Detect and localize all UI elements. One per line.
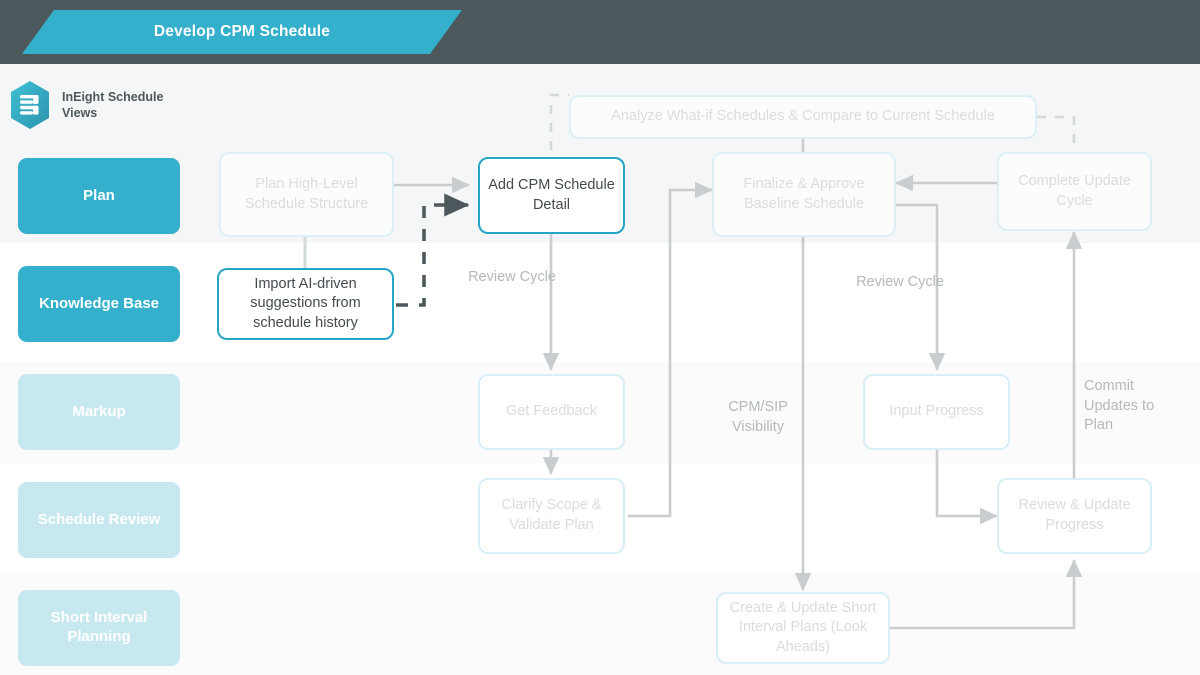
connector-label-review-cycle-left: Review Cycle bbox=[468, 269, 556, 285]
connector-label-cpm-sip-visibility: CPM/SIP Visibility bbox=[728, 399, 788, 435]
node-label: Finalize & Approve Baseline Schedule bbox=[743, 175, 865, 212]
brand-line-1: InEight Schedule bbox=[62, 90, 164, 104]
node-create-update-short-interval-plans[interactable]: Create & Update Short Interval Plans (Lo… bbox=[716, 592, 890, 664]
sidebar-item-markup[interactable]: Markup bbox=[18, 374, 180, 450]
row-band-sip bbox=[0, 572, 1200, 675]
node-import-ai-suggestions[interactable]: Import AI-driven suggestions from schedu… bbox=[217, 268, 394, 340]
node-input-progress[interactable]: Input Progress bbox=[863, 374, 1010, 450]
node-label: Get Feedback bbox=[505, 403, 598, 420]
page-title: Develop CPM Schedule bbox=[153, 23, 331, 40]
node-label: Clarify Scope & Validate Plan bbox=[501, 497, 602, 533]
node-label: Create & Update Short Interval Plans (Lo… bbox=[729, 599, 877, 655]
row-band-knowledge-base bbox=[0, 243, 1200, 362]
sidebar-item-label: Schedule Review bbox=[37, 510, 161, 528]
sidebar-item-label: Short Interval Planning bbox=[50, 609, 148, 645]
node-label: Input Progress bbox=[889, 403, 984, 420]
node-finalize-approve-baseline[interactable]: Finalize & Approve Baseline Schedule bbox=[712, 152, 896, 237]
node-label: Complete Update Cycle bbox=[1018, 172, 1131, 209]
connector-label-commit-updates-to-plan: Commit Updates to Plan bbox=[1084, 378, 1155, 434]
node-plan-high-level[interactable]: Plan High-Level Schedule Structure bbox=[219, 152, 394, 237]
brand-block: InEight Schedule Views bbox=[8, 80, 163, 130]
node-complete-update-cycle[interactable]: Complete Update Cycle bbox=[997, 152, 1152, 231]
sidebar-item-label: Plan bbox=[83, 186, 115, 204]
node-get-feedback[interactable]: Get Feedback bbox=[478, 374, 625, 450]
node-label: Review & Update Progress bbox=[1018, 497, 1131, 533]
node-analyze-what-if[interactable]: Analyze What-if Schedules & Compare to C… bbox=[569, 95, 1037, 139]
node-label: Analyze What-if Schedules & Compare to C… bbox=[611, 108, 995, 125]
node-label: Plan High-Level Schedule Structure bbox=[244, 175, 369, 212]
node-clarify-scope-validate-plan[interactable]: Clarify Scope & Validate Plan bbox=[478, 478, 625, 554]
node-label: Import AI-driven suggestions from schedu… bbox=[250, 275, 361, 331]
connector-label-review-cycle-right: Review Cycle bbox=[856, 274, 944, 290]
brand-line-2: Views bbox=[62, 106, 98, 120]
top-bar: Develop CPM Schedule bbox=[0, 0, 1200, 64]
sidebar-item-plan[interactable]: Plan bbox=[18, 158, 180, 234]
sidebar-item-label: Markup bbox=[72, 402, 126, 420]
node-label: Add CPM Schedule Detail bbox=[488, 176, 615, 213]
page-title-banner: Develop CPM Schedule bbox=[22, 10, 462, 54]
sidebar-item-schedule-review[interactable]: Schedule Review bbox=[18, 482, 180, 558]
sidebar-item-short-interval-planning[interactable]: Short Interval Planning bbox=[18, 590, 180, 666]
node-add-cpm-schedule-detail[interactable]: Add CPM Schedule Detail bbox=[478, 157, 625, 234]
brand-label: InEight Schedule Views bbox=[62, 89, 163, 121]
ineight-hex-logo-icon bbox=[8, 80, 52, 130]
sidebar-item-knowledge-base[interactable]: Knowledge Base bbox=[18, 266, 180, 342]
node-review-update-progress[interactable]: Review & Update Progress bbox=[997, 478, 1152, 554]
sidebar-item-label: Knowledge Base bbox=[38, 294, 160, 312]
